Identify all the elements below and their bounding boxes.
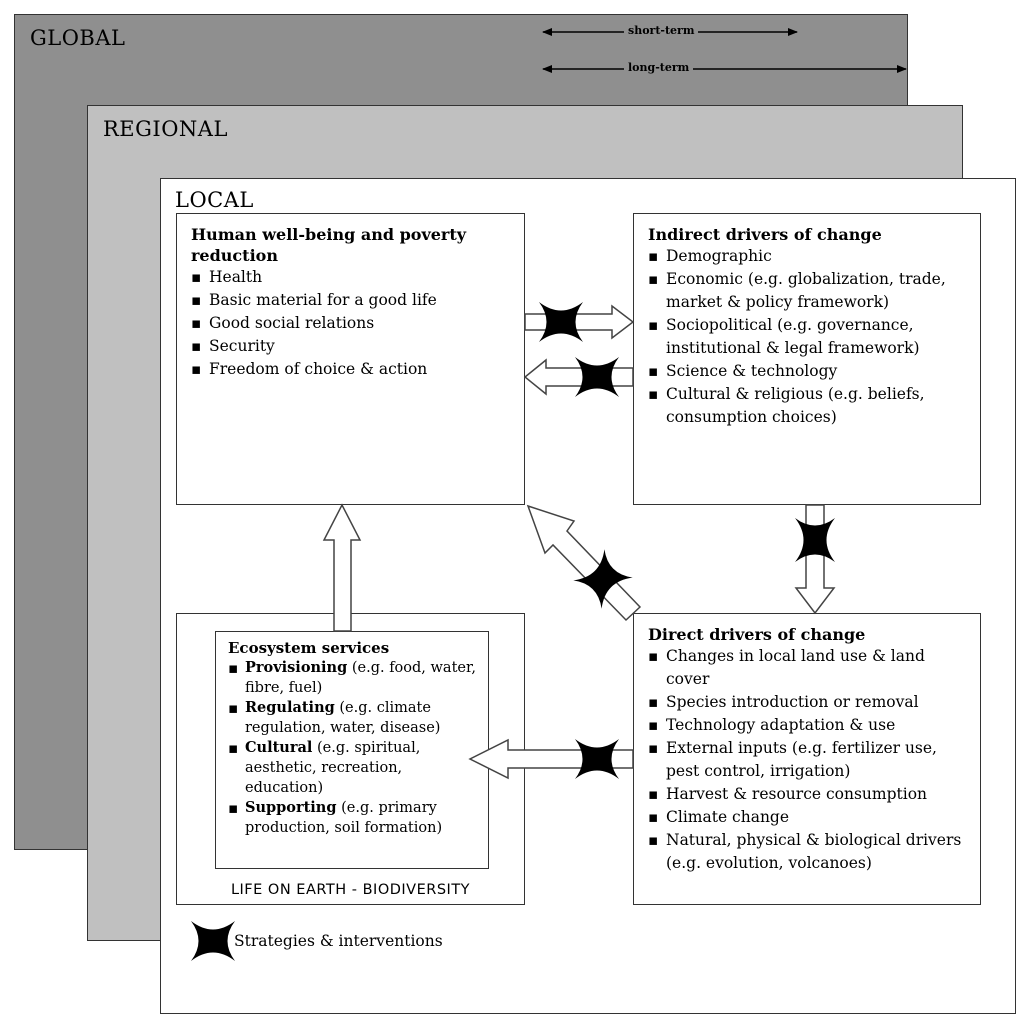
list-item: Provisioning (e.g. food, water, fibre, f… xyxy=(228,658,480,698)
list-item: Economic (e.g. globalization, trade, mar… xyxy=(648,268,968,314)
list-item: Harvest & resource consumption xyxy=(648,783,968,806)
life-on-earth-caption: LIFE ON EARTH - BIODIVERSITY xyxy=(230,882,471,898)
service-term: Regulating xyxy=(245,699,335,716)
service-term: Supporting xyxy=(245,799,337,816)
list-item: Species introduction or removal xyxy=(648,691,968,714)
list-item: Natural, physical & biological drivers (… xyxy=(648,829,968,875)
list-item: Demographic xyxy=(648,245,968,268)
list-item: Supporting (e.g. primary production, soi… xyxy=(228,798,480,838)
ecosystem-services-title: Ecosystem services xyxy=(228,639,390,657)
indirect-drivers-title: Indirect drivers of change xyxy=(648,225,882,244)
list-item: Cultural & religious (e.g. beliefs, cons… xyxy=(648,383,968,429)
ecosystem-services-list: Provisioning (e.g. food, water, fibre, f… xyxy=(228,658,480,838)
direct-drivers-list: Changes in local land use & land cover S… xyxy=(648,645,968,875)
list-item: Basic material for a good life xyxy=(191,289,512,312)
ecosystem-services-box: Ecosystem services Provisioning (e.g. fo… xyxy=(215,631,489,869)
legend-label: Strategies & interventions xyxy=(234,932,443,950)
direct-drivers-box: Direct drivers of change Changes in loca… xyxy=(633,613,981,905)
human-wellbeing-box: Human well-being and poverty reduction H… xyxy=(176,213,525,505)
list-item: Cultural (e.g. spiritual, aesthetic, rec… xyxy=(228,738,480,798)
service-desc: (e.g. spiritual, aesthetic, recreation, … xyxy=(245,740,421,796)
service-desc: (e.g. food, water, fibre, fuel) xyxy=(245,660,476,696)
direct-drivers-title: Direct drivers of change xyxy=(648,625,866,644)
list-item: Sociopolitical (e.g. governance, institu… xyxy=(648,314,968,360)
list-item: Good social relations xyxy=(191,312,512,335)
service-term: Provisioning xyxy=(245,659,348,676)
regional-scale-title: REGIONAL xyxy=(103,117,228,141)
list-item: External inputs (e.g. fertilizer use, pe… xyxy=(648,737,968,783)
list-item: Health xyxy=(191,266,512,289)
service-term: Cultural xyxy=(245,739,313,756)
service-desc: (e.g. climate regulation, water, disease… xyxy=(245,700,441,736)
list-item: Science & technology xyxy=(648,360,968,383)
indirect-drivers-list: Demographic Economic (e.g. globalization… xyxy=(648,245,968,429)
service-desc: (e.g. primary production, soil formation… xyxy=(245,800,443,836)
human-wellbeing-title: Human well-being and poverty reduction xyxy=(191,225,467,265)
local-scale-title: LOCAL xyxy=(175,188,254,212)
list-item: Technology adaptation & use xyxy=(648,714,968,737)
indirect-drivers-box: Indirect drivers of change Demographic E… xyxy=(633,213,981,505)
list-item: Security xyxy=(191,335,512,358)
list-item: Climate change xyxy=(648,806,968,829)
human-wellbeing-list: Health Basic material for a good life Go… xyxy=(191,266,512,381)
list-item: Freedom of choice & action xyxy=(191,358,512,381)
list-item: Changes in local land use & land cover xyxy=(648,645,968,691)
global-scale-title: GLOBAL xyxy=(30,26,126,50)
list-item: Regulating (e.g. climate regulation, wat… xyxy=(228,698,480,738)
life-on-earth-box: Ecosystem services Provisioning (e.g. fo… xyxy=(176,613,525,905)
